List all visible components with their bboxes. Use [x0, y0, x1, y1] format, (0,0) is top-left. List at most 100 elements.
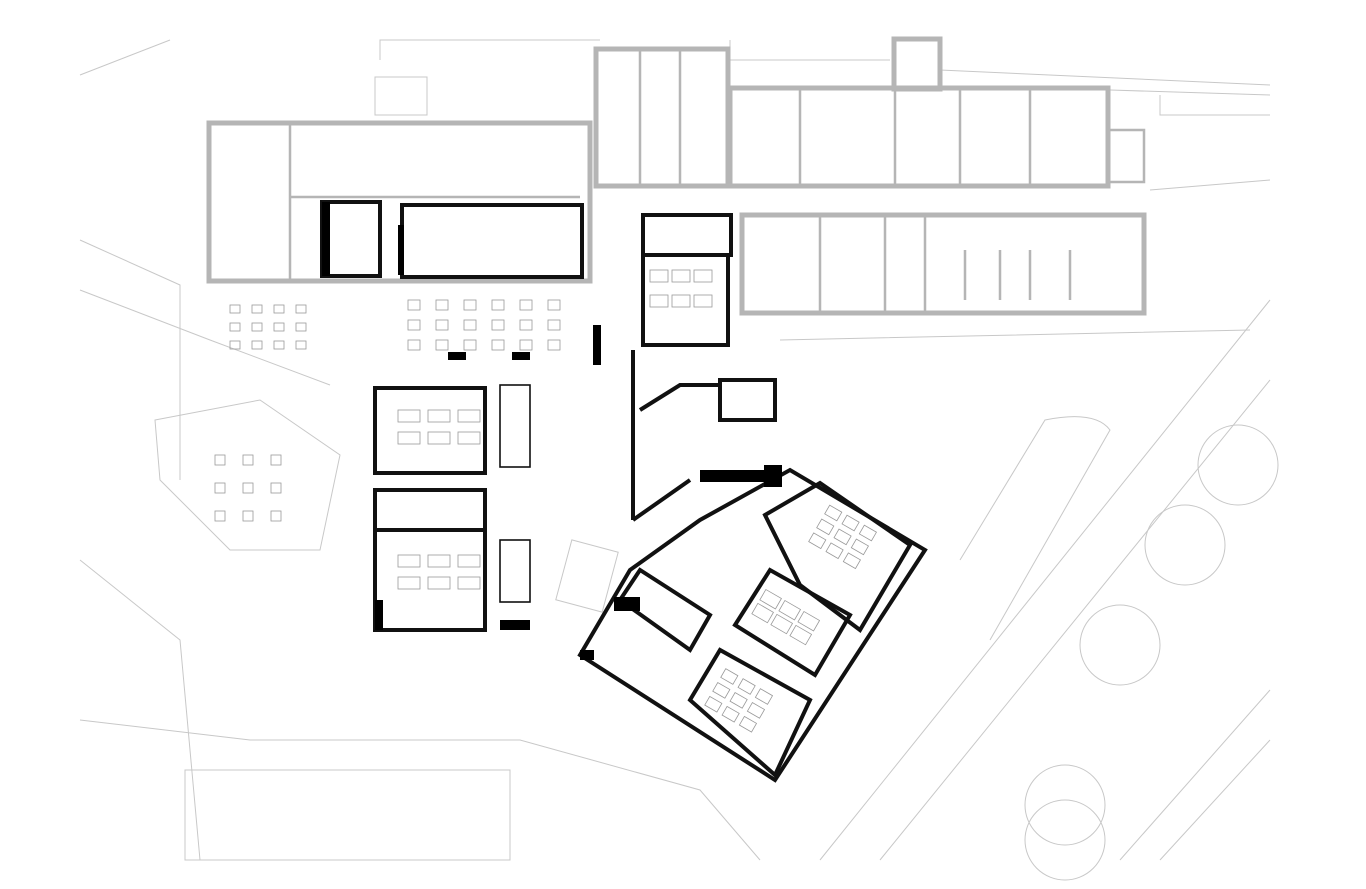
table [397, 576, 421, 590]
stair-core-south [617, 567, 713, 653]
table [435, 299, 449, 311]
wall-segment [322, 202, 330, 276]
table [833, 528, 852, 546]
table [229, 304, 241, 314]
wall-segment [398, 225, 404, 275]
table [270, 510, 282, 522]
table [712, 681, 731, 699]
table [649, 294, 669, 308]
table [519, 299, 533, 311]
existing-stair [1106, 128, 1146, 184]
table [397, 554, 421, 568]
table [435, 339, 449, 351]
table [693, 269, 713, 283]
classroom-west-2 [373, 488, 487, 532]
table [273, 322, 285, 332]
table [778, 599, 802, 621]
table [427, 554, 451, 568]
tree [1197, 424, 1279, 506]
wall-segment [512, 352, 530, 360]
table [842, 552, 862, 570]
table [457, 431, 481, 445]
table [547, 339, 561, 351]
table [214, 482, 226, 494]
table [491, 339, 505, 351]
table [242, 482, 254, 494]
table [427, 409, 451, 423]
tree [1144, 504, 1226, 586]
table [242, 510, 254, 522]
meeting-room-north [641, 253, 730, 347]
table [251, 304, 263, 314]
wall-segment [500, 620, 530, 630]
table [770, 613, 794, 635]
existing-building [206, 36, 1147, 316]
table [273, 304, 285, 314]
tree [1079, 604, 1161, 686]
table [721, 705, 740, 723]
table [825, 542, 844, 560]
classroom-west-3 [373, 528, 487, 632]
table [671, 269, 691, 283]
table [295, 340, 307, 350]
wall-segment [375, 600, 383, 630]
table [251, 340, 263, 350]
wall-segments [322, 202, 782, 660]
table [808, 532, 827, 550]
wall-segment [593, 325, 601, 365]
existing-wing-east [727, 85, 1111, 189]
rotated-wing [577, 467, 928, 783]
table [427, 431, 451, 445]
table [729, 691, 748, 709]
existing-tower [891, 36, 943, 92]
wall-segment [614, 597, 640, 611]
table [824, 504, 843, 522]
service-strip [499, 384, 531, 468]
table [251, 322, 263, 332]
service-room [641, 213, 733, 257]
table [457, 554, 481, 568]
table [519, 319, 533, 331]
table [797, 610, 821, 632]
table [463, 339, 477, 351]
site-line [819, 299, 1271, 861]
table [547, 299, 561, 311]
table [759, 588, 782, 610]
table [435, 319, 449, 331]
lobby-walls [631, 350, 780, 522]
corridor-block [400, 203, 584, 279]
wall-segment [448, 352, 466, 360]
wall-segment [580, 650, 594, 660]
table [397, 409, 421, 423]
table [519, 339, 533, 351]
existing-partitions [288, 50, 1072, 312]
existing-wing-north [593, 46, 731, 189]
table [270, 482, 282, 494]
table [229, 322, 241, 332]
stair-core-north [320, 200, 382, 278]
ramp [555, 539, 619, 613]
table [850, 538, 870, 556]
table [214, 510, 226, 522]
table [491, 299, 505, 311]
table [751, 602, 774, 624]
lab-room-center [732, 567, 853, 678]
table [407, 339, 421, 351]
lab-room-east [762, 480, 913, 633]
table [295, 304, 307, 314]
table [671, 294, 691, 308]
table [737, 678, 756, 695]
new-building [214, 200, 928, 783]
table [738, 715, 758, 733]
lower-building-outline [184, 769, 511, 861]
table [491, 319, 505, 331]
table [214, 454, 226, 466]
table [407, 299, 421, 311]
site-line [379, 39, 1271, 341]
table [397, 431, 421, 445]
existing-wing-southeast [739, 212, 1147, 316]
table [273, 340, 285, 350]
site-line [79, 39, 761, 861]
table [457, 409, 481, 423]
